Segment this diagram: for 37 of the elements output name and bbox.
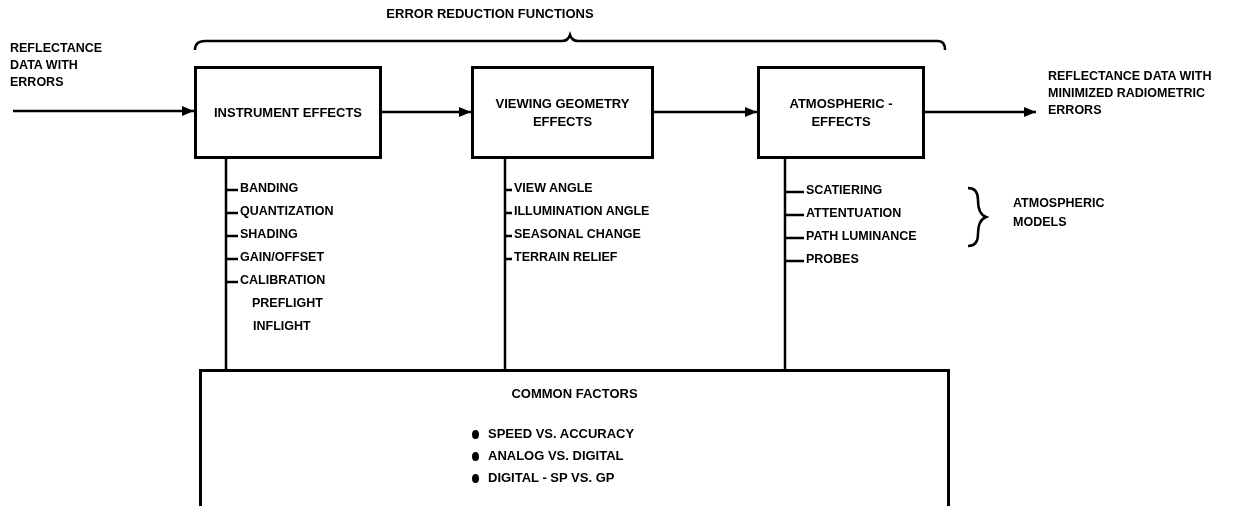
process-box	[471, 66, 654, 159]
title: ERROR REDUCTION FUNCTIONS	[385, 6, 595, 21]
box-label: VIEWING GEOMETRY EFFECTS	[494, 94, 631, 131]
bullet-item: SPEED VS. ACCURACY	[472, 423, 635, 446]
connector-line	[503, 159, 507, 369]
factor-label: QUANTIZATION	[240, 204, 334, 218]
factor-label: ILLUMINATION ANGLE	[514, 204, 650, 218]
factor-label: BANDING	[240, 181, 299, 195]
factor-label: ATTENTUATION	[806, 206, 902, 220]
flow-label: REFLECTANCE DATA WITH ERRORS	[10, 40, 126, 112]
connector-line	[783, 159, 787, 369]
factor-label: VIEW ANGLE	[514, 181, 593, 195]
process-box	[194, 66, 382, 159]
arrow	[382, 107, 471, 117]
factor-label: SCATIERING	[806, 183, 883, 197]
factor-label: PATH LUMINANCE	[806, 229, 917, 243]
box-heading: COMMON FACTORS	[511, 386, 638, 401]
flow-label: REFLECTANCE DATA WITH MINIMIZED RADIOMETRIC ERRORS	[1036, 68, 1251, 134]
arrow	[654, 107, 757, 117]
process-box	[757, 66, 925, 159]
factor-label: CALIBRATION	[240, 273, 326, 287]
box-label: INSTRUMENT EFFECTS	[213, 103, 363, 122]
factor-label: SEASONAL CHANGE	[514, 227, 641, 241]
arrow	[925, 107, 1036, 117]
factor-label: PREFLIGHT	[252, 296, 323, 310]
factor-label: SHADING	[240, 227, 298, 241]
arrow	[13, 106, 194, 116]
connector-line	[224, 159, 228, 369]
bullet-item: DIGITAL - SP VS. GP	[472, 467, 615, 490]
factor-label: TERRAIN RELIEF	[514, 250, 618, 264]
factor-label: INFLIGHT	[253, 319, 311, 333]
bullet-item: ANALOG VS. DIGITAL	[472, 445, 624, 468]
factor-label: PROBES	[806, 252, 859, 266]
process-box	[199, 369, 950, 506]
group-label: ATMOSPHERIC MODELS	[1013, 195, 1106, 231]
box-label: ATMOSPHERIC -EFFECTS	[788, 94, 894, 131]
factor-label: GAIN/OFFSET	[240, 250, 325, 264]
